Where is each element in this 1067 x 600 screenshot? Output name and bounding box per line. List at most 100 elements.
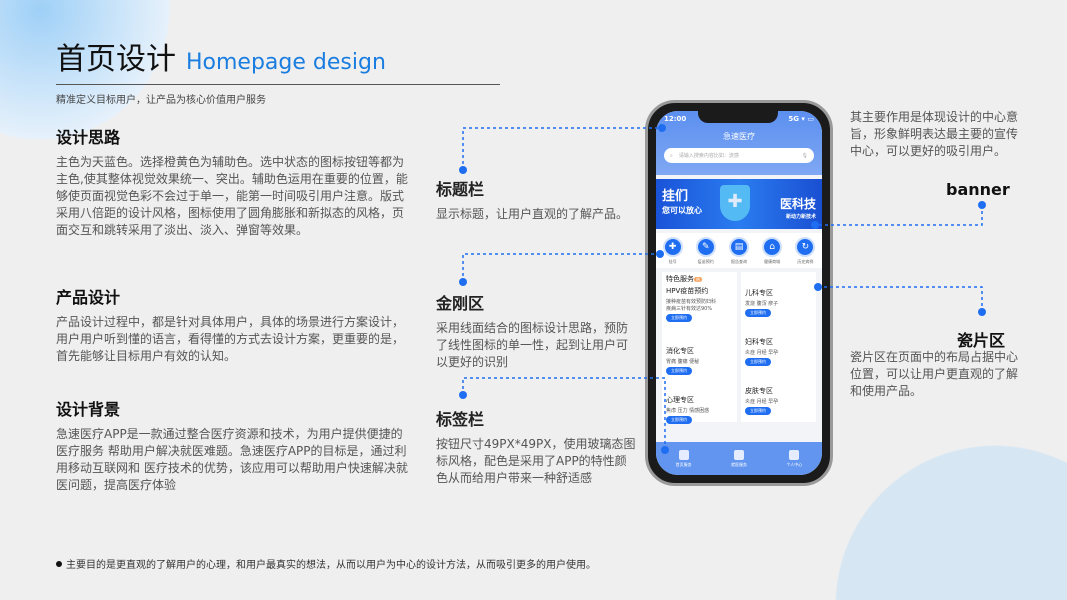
banner[interactable]: 挂们 您可以放心 ✚ 医科技 新动力新技术 <box>656 179 822 229</box>
tile-title: 儿科专区 <box>745 289 773 297</box>
callout-dot <box>459 166 467 174</box>
book-button[interactable]: 立即预约 <box>745 309 771 317</box>
callout-dot <box>656 250 664 258</box>
icon-history[interactable]: ↻历史病例 <box>795 237 816 265</box>
annotation-banner-body: 其主要作用是体现设计的中心意旨，形象鲜明表达最主要的宣传中心，可以更好的吸引用户… <box>850 110 1019 158</box>
tile-card[interactable]: HPV疫苗预约接种疫苗有效预防妇科疾病三针有效达90% 立即预约 <box>666 286 733 344</box>
callout-dot <box>811 221 819 229</box>
icon-label: 挂号 <box>668 259 677 264</box>
section-design-idea: 设计思路 主色为天蓝色。选择橙黄色为辅助色。选中状态的图标按钮等都为主色,使其整… <box>56 124 408 239</box>
annotation-title: 标题栏 <box>436 180 485 199</box>
tile-desc: 接种疫苗有效预防妇科疾病三针有效达90% <box>666 299 717 312</box>
annotation-king-kong: 金刚区 采用线面结合的图标设计思路，预防了线性图标的单一性，起到让用户可以更好的… <box>436 290 636 371</box>
callout-dot <box>661 446 669 454</box>
tile-card[interactable]: 消化专区胃痛 腹痛 便秘立即预约 <box>666 346 733 393</box>
user-icon <box>789 449 800 460</box>
icon-vaccine[interactable]: ✎ 疫苗预约 <box>695 237 716 265</box>
callout-line <box>462 127 662 170</box>
page-title: 首页设计 Homepage design <box>56 34 386 78</box>
tab-label: 就医服务 <box>730 461 747 467</box>
tab-label: 首页服务 <box>675 461 692 467</box>
book-button[interactable]: 立即预约 <box>666 314 692 322</box>
plus-icon: ✚ <box>662 237 683 257</box>
section-title: 设计背景 <box>56 400 121 419</box>
home-icon <box>678 449 689 460</box>
tab-label: 个人中心 <box>786 461 803 467</box>
section-body: 产品设计过程中，都是针对具体用户，具体的场景进行方案设计，用户用户听到懂的语言，… <box>56 315 405 363</box>
callout-line <box>818 286 983 312</box>
tile-desc: 焦虑 压力 情感困惑 <box>666 408 710 414</box>
annotation-title: 金刚区 <box>436 294 485 313</box>
tile-desc: 胃痛 腹痛 便秘 <box>666 359 700 365</box>
search-placeholder: 请输入搜索内容比如：流感 <box>678 153 739 159</box>
search-input[interactable]: ⌕ 请输入搜索内容比如：流感 🎙 <box>664 148 814 163</box>
banner-text: 新动力新技术 <box>785 214 816 220</box>
special-services-title: 特色服务热 <box>666 274 733 284</box>
section-title: 产品设计 <box>56 288 121 307</box>
annotation-banner-title: banner <box>946 180 1010 199</box>
search-icon: ⌕ <box>670 152 673 159</box>
book-button[interactable]: 立即预约 <box>666 416 692 424</box>
tile-title: 妇科专区 <box>745 338 773 346</box>
icon-report[interactable]: ▤ 报告查询 <box>728 237 749 265</box>
annotation-tiles-body: 瓷片区在页面中的布局占据中心位置，可以让用户更直观的了解和使用产品。 <box>850 350 1019 398</box>
section-product-design: 产品设计 产品设计过程中，都是针对具体用户，具体的场景进行方案设计，用户用户听到… <box>56 284 408 365</box>
footnote: 主要目的是更直观的了解用户的心理，和用户最真实的想法，从而以用户为中心的设计方法… <box>56 556 596 571</box>
medical-icon <box>733 449 744 460</box>
icon-label: 疫苗预约 <box>697 259 714 264</box>
shield-icon: ✚ <box>720 185 750 221</box>
tiles-area: 特色服务热 HPV疫苗预约接种疫苗有效预防妇科疾病三针有效达90% 立即预约 消化… <box>656 268 822 426</box>
book-button[interactable]: 立即预约 <box>745 358 771 366</box>
tab-medical[interactable]: 就医服务 <box>730 449 747 468</box>
decor-circle <box>0 0 170 140</box>
tiles-right: 儿科专区发烧 腹泻 疹子立即预约 妇科专区炎症 月经 早孕立即预约 皮肤专区炎症… <box>741 272 816 422</box>
king-kong-area: ✚ 挂号 ✎ 疫苗预约 ▤ 报告查询 ⌂健康商城 ↻历史病例 <box>656 233 822 268</box>
tile-title: 心理专区 <box>666 396 694 404</box>
tile-desc: 发烧 腹泻 疹子 <box>745 301 779 307</box>
annotation-title: 标签栏 <box>436 410 485 429</box>
title-cn: 首页设计 <box>56 42 176 77</box>
callout-dot <box>978 201 986 209</box>
section-background: 设计背景 急速医疗APP是一款通过整合医疗资源和技术，为用户提供便捷的医疗服务 … <box>56 396 408 494</box>
clipboard-icon: ▤ <box>728 237 749 257</box>
annotation-body: 显示标题，让用户直观的了解产品。 <box>436 207 629 221</box>
tile-card[interactable]: 妇科专区炎症 月经 早孕立即预约 <box>745 337 812 384</box>
callout-line <box>462 253 660 282</box>
footnote-text: 主要目的是更直观的了解用户的心理，和用户最真实的想法，从而以用户为中心的设计方法… <box>66 560 596 571</box>
special-label: 特色服务 <box>666 275 694 283</box>
decor-circle <box>835 445 1067 600</box>
divider <box>56 84 500 85</box>
icon-mall[interactable]: ⌂健康商城 <box>762 237 783 265</box>
tile-card[interactable]: 儿科专区发烧 腹泻 疹子立即预约 <box>745 288 812 335</box>
banner-text: 挂们 <box>662 189 689 204</box>
tab-home[interactable]: 首页服务 <box>675 449 692 468</box>
icon-label: 报告查询 <box>730 259 747 264</box>
section-body: 主色为天蓝色。选择橙黄色为辅助色。选中状态的图标按钮等都为主色,使其整体视觉效果… <box>56 155 408 237</box>
book-button[interactable]: 立即预约 <box>745 407 771 415</box>
syringe-icon: ✎ <box>695 237 716 257</box>
tile-card[interactable]: 皮肤专区炎症 月经 早孕立即预约 <box>745 386 812 433</box>
annotation-body: 按钮尺寸49PX*49PX，使用玻璃态图标风格，配色是采用了APP的特性颜色从而… <box>436 437 636 485</box>
mic-icon[interactable]: 🎙 <box>801 152 808 159</box>
phone-notch <box>698 111 778 123</box>
book-button[interactable]: 立即预约 <box>666 367 692 375</box>
annotation-title-bar: 标题栏 显示标题，让用户直观的了解产品。 <box>436 176 636 223</box>
status-time: 12:00 <box>664 115 687 123</box>
tile-title: 消化专区 <box>666 347 694 355</box>
tab-bar: 首页服务 就医服务 个人中心 <box>656 442 822 475</box>
annotation-tab-bar: 标签栏 按钮尺寸49PX*49PX，使用玻璃态图标风格，配色是采用了APP的特性… <box>436 406 636 487</box>
tile-desc: 炎症 月经 早孕 <box>745 350 779 356</box>
annotation-tiles-title: 瓷片区 <box>957 331 1006 350</box>
icon-register[interactable]: ✚ 挂号 <box>662 237 683 265</box>
tile-title: HPV疫苗预约 <box>666 287 709 295</box>
tab-profile[interactable]: 个人中心 <box>786 449 803 468</box>
section-body: 急速医疗APP是一款通过整合医疗资源和技术，为用户提供便捷的医疗服务 帮助用户解… <box>56 427 408 492</box>
callout-dot <box>658 124 666 132</box>
title-en: Homepage design <box>186 50 386 75</box>
banner-text: 医科技 <box>779 197 816 211</box>
callout-dot <box>978 308 986 316</box>
tile-card[interactable]: 心理专区焦虑 压力 情感困惑立即预约 <box>666 395 733 442</box>
hot-badge: 热 <box>694 277 702 282</box>
